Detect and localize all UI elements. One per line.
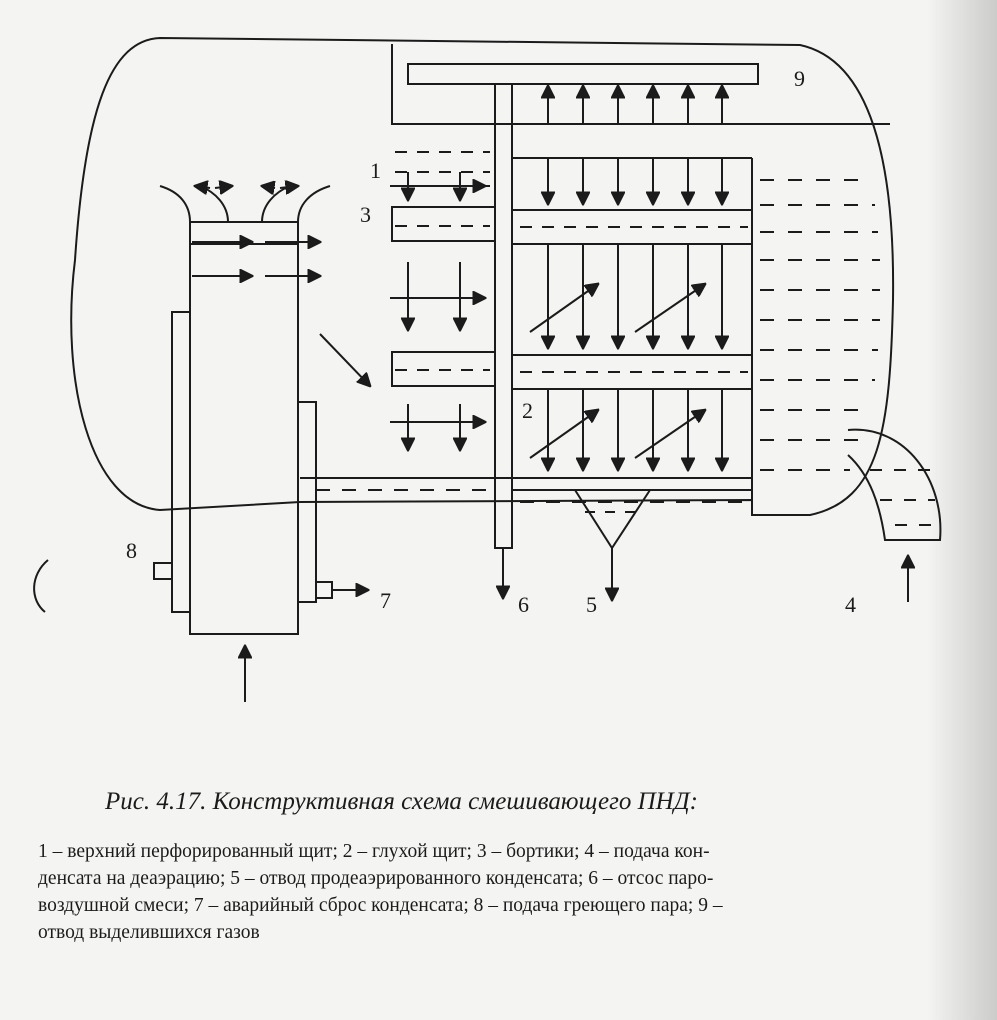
steam-nozzle-8 [153, 562, 173, 580]
scan-artifact-arc [33, 559, 49, 613]
label-4: 4 [845, 592, 856, 617]
lp-heater-diagram: 1 3 2 9 8 7 6 5 4 [33, 36, 942, 702]
outlet-funnel [574, 489, 651, 550]
legend-line: отвод выделившихся газов [38, 922, 260, 943]
label-3: 3 [360, 202, 371, 227]
figure-caption: Рис. 4.17. Конструктивная схема смешиваю… [105, 788, 698, 815]
label-9: 9 [794, 66, 805, 91]
label-1: 1 [370, 158, 381, 183]
steam-inlet-wall [171, 311, 191, 613]
label-5: 5 [586, 592, 597, 617]
shield-upper [511, 209, 753, 245]
legend-line: воздушной смеси; 7 – аварийный сброс кон… [38, 895, 723, 916]
label-2: 2 [522, 398, 533, 423]
label-8: 8 [126, 538, 137, 563]
steam-inlet-wall-right [297, 401, 317, 603]
rim-lower [391, 351, 496, 387]
legend-line: 1 – верхний перфорированный щит; 2 – глу… [38, 841, 710, 862]
gas-collector-plate [407, 63, 759, 85]
drain-nozzle-7 [315, 581, 333, 599]
rim-upper [391, 206, 496, 242]
shield-lower [511, 354, 753, 390]
steam-inlet-column [189, 221, 299, 635]
figure-legend: 1 – верхний перфорированный щит; 2 – глу… [38, 838, 956, 946]
condensate-inlet-pipe [847, 428, 942, 541]
label-7: 7 [380, 588, 391, 613]
gas-chamber [391, 44, 890, 125]
label-6: 6 [518, 592, 529, 617]
legend-line: денсата на деаэрацию; 5 – отвод продеаэр… [38, 868, 714, 889]
